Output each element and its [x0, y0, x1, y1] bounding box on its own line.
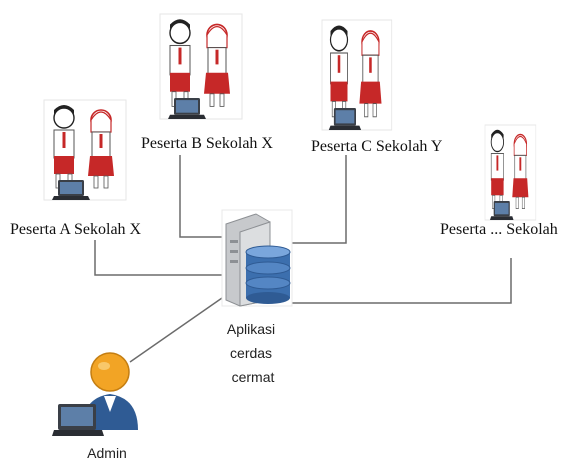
server-label: Aplikasi cerdas cermat: [227, 321, 279, 385]
admin: Admin: [52, 352, 138, 461]
server-label-line-2: cerdas: [230, 345, 272, 361]
server-label-line-3: cermat: [232, 369, 275, 385]
participant-c-label: Peserta C Sekolah Y: [311, 138, 443, 155]
students-with-laptop-icon: [484, 124, 537, 221]
participant-b-label: Peserta B Sekolah X: [141, 135, 273, 152]
connector-admin: [129, 297, 223, 363]
connector-c: [292, 155, 347, 244]
students-with-laptop-icon: [159, 13, 243, 120]
server-label-line-1: Aplikasi: [227, 321, 275, 337]
participant-c: Peserta C Sekolah Y: [311, 19, 443, 155]
participant-d-label: Peserta ... Sekolah: [440, 221, 558, 238]
server-database-icon: [221, 209, 293, 307]
connector-lines: [94, 155, 512, 363]
connector-d: [292, 258, 512, 304]
participant-a: Peserta A Sekolah X: [10, 99, 142, 238]
participant-a-label: Peserta A Sekolah X: [10, 221, 142, 238]
admin-user-laptop-icon: [52, 352, 138, 436]
participant-b: Peserta B Sekolah X: [141, 13, 273, 152]
participant-d: Peserta ... Sekolah: [440, 124, 558, 238]
server: Aplikasi cerdas cermat: [221, 209, 293, 385]
students-with-laptop-icon: [43, 99, 127, 201]
students-with-laptop-icon: [321, 19, 393, 131]
connector-b: [179, 155, 222, 238]
admin-label: Admin: [87, 445, 127, 461]
connector-a: [94, 240, 222, 276]
